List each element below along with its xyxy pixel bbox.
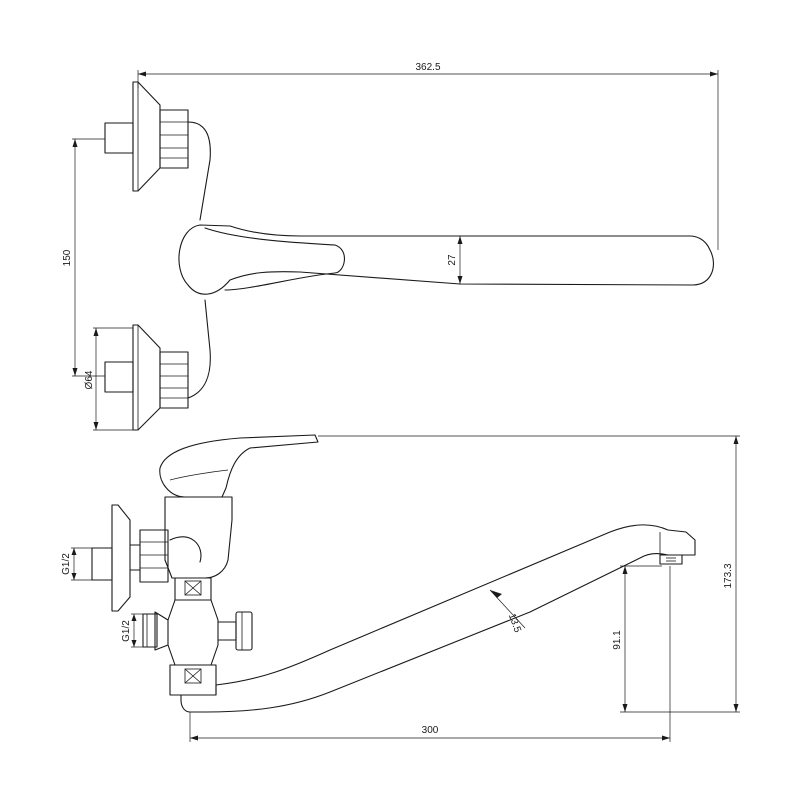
lower-wall-flange bbox=[104, 299, 211, 431]
upper-wall-flange bbox=[104, 81, 211, 221]
spout-top-view bbox=[178, 224, 714, 295]
side-view bbox=[91, 434, 696, 713]
dimension-spout-diameter: 13.5 bbox=[489, 589, 526, 635]
overall-height-label: 173.3 bbox=[723, 563, 734, 588]
spout-side-view bbox=[180, 524, 696, 713]
top-view bbox=[104, 81, 714, 431]
dimension-overall-height: 173.3 bbox=[318, 435, 740, 712]
lower-block bbox=[169, 664, 217, 696]
dimension-inlet-spacing: 150 bbox=[62, 138, 105, 377]
diverter-block bbox=[142, 577, 253, 666]
spout-width-label: 27 bbox=[447, 254, 458, 266]
inlet-spacing-label: 150 bbox=[62, 249, 73, 266]
overall-length-label: 362.5 bbox=[415, 62, 440, 73]
spout-reach-label: 300 bbox=[422, 725, 439, 736]
spout-height-label: 91.1 bbox=[612, 630, 623, 650]
dimension-overall-length: 362.5 bbox=[137, 62, 719, 250]
dimension-spout-reach: 300 bbox=[189, 566, 671, 742]
flange-diameter-label: Ø64 bbox=[84, 370, 95, 389]
thread-lower-label: G1/2 bbox=[121, 620, 132, 642]
dimension-flange-diameter: Ø64 bbox=[84, 327, 133, 431]
aerator bbox=[659, 554, 683, 565]
dimension-thread-lower: G1/2 bbox=[121, 613, 143, 648]
dimension-spout-height: 91.1 bbox=[612, 565, 740, 713]
dimension-spout-width: 27 bbox=[447, 236, 463, 284]
upper-inlet-side bbox=[91, 504, 169, 612]
thread-upper-label: G1/2 bbox=[61, 553, 72, 575]
lever-handle bbox=[159, 434, 319, 498]
dimension-thread-upper: G1/2 bbox=[61, 547, 92, 581]
